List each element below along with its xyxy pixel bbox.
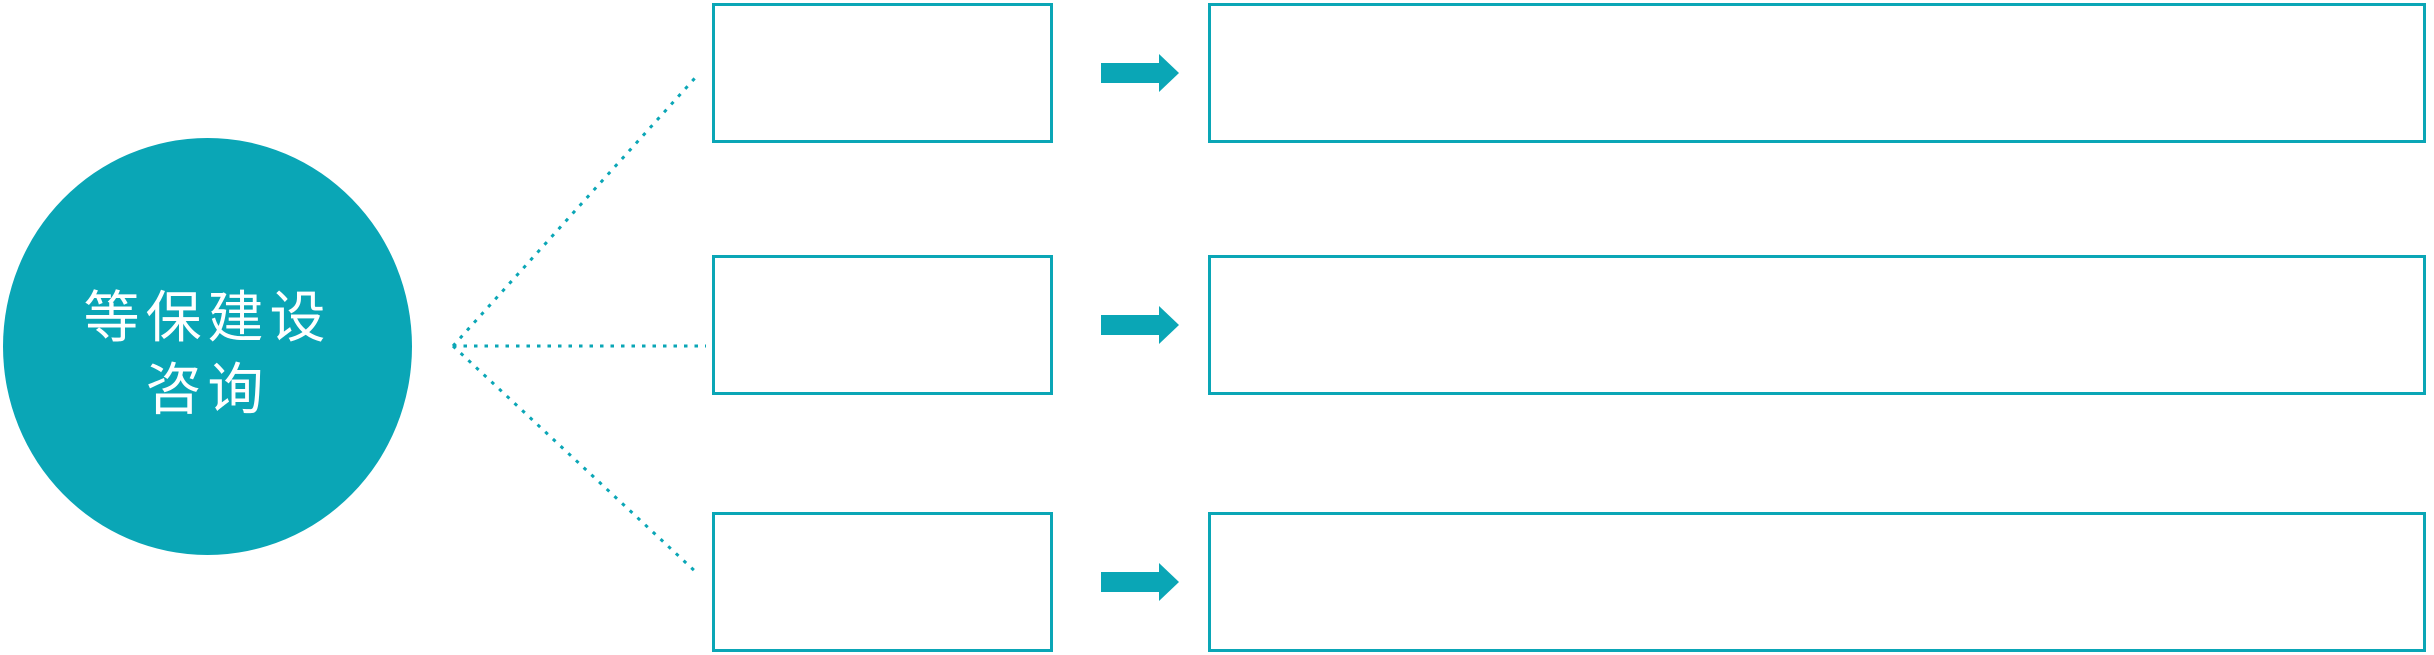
small-box-3: [712, 512, 1053, 652]
small-box-1-label: [715, 6, 1050, 140]
right-arrow-head: [1159, 54, 1179, 92]
small-box-3-label: [715, 515, 1050, 649]
root-label-line1: 等保建设: [83, 285, 332, 349]
right-arrow-icon: [1101, 306, 1179, 344]
right-arrow-body: [1101, 572, 1159, 592]
right-arrow-body: [1101, 315, 1159, 335]
large-box-3-label: [1211, 515, 2423, 649]
right-arrow-icon: [1101, 563, 1179, 601]
right-arrow-body: [1101, 63, 1159, 83]
small-box-1: [712, 3, 1053, 143]
small-box-2: [712, 255, 1053, 395]
large-box-2: [1208, 255, 2426, 395]
small-box-2-label: [715, 258, 1050, 392]
large-box-1-label: [1211, 6, 2423, 140]
right-arrow-head: [1159, 563, 1179, 601]
large-box-2-label: [1211, 258, 2423, 392]
connector-line-top: [451, 76, 697, 348]
root-label-line2: 咨询: [145, 357, 270, 421]
right-arrow-icon: [1101, 54, 1179, 92]
connector-line-bottom: [451, 344, 700, 576]
right-arrow-head: [1159, 306, 1179, 344]
large-box-1: [1208, 3, 2426, 143]
root-node-circle: 等保建设 咨询: [3, 138, 412, 555]
large-box-3: [1208, 512, 2426, 652]
